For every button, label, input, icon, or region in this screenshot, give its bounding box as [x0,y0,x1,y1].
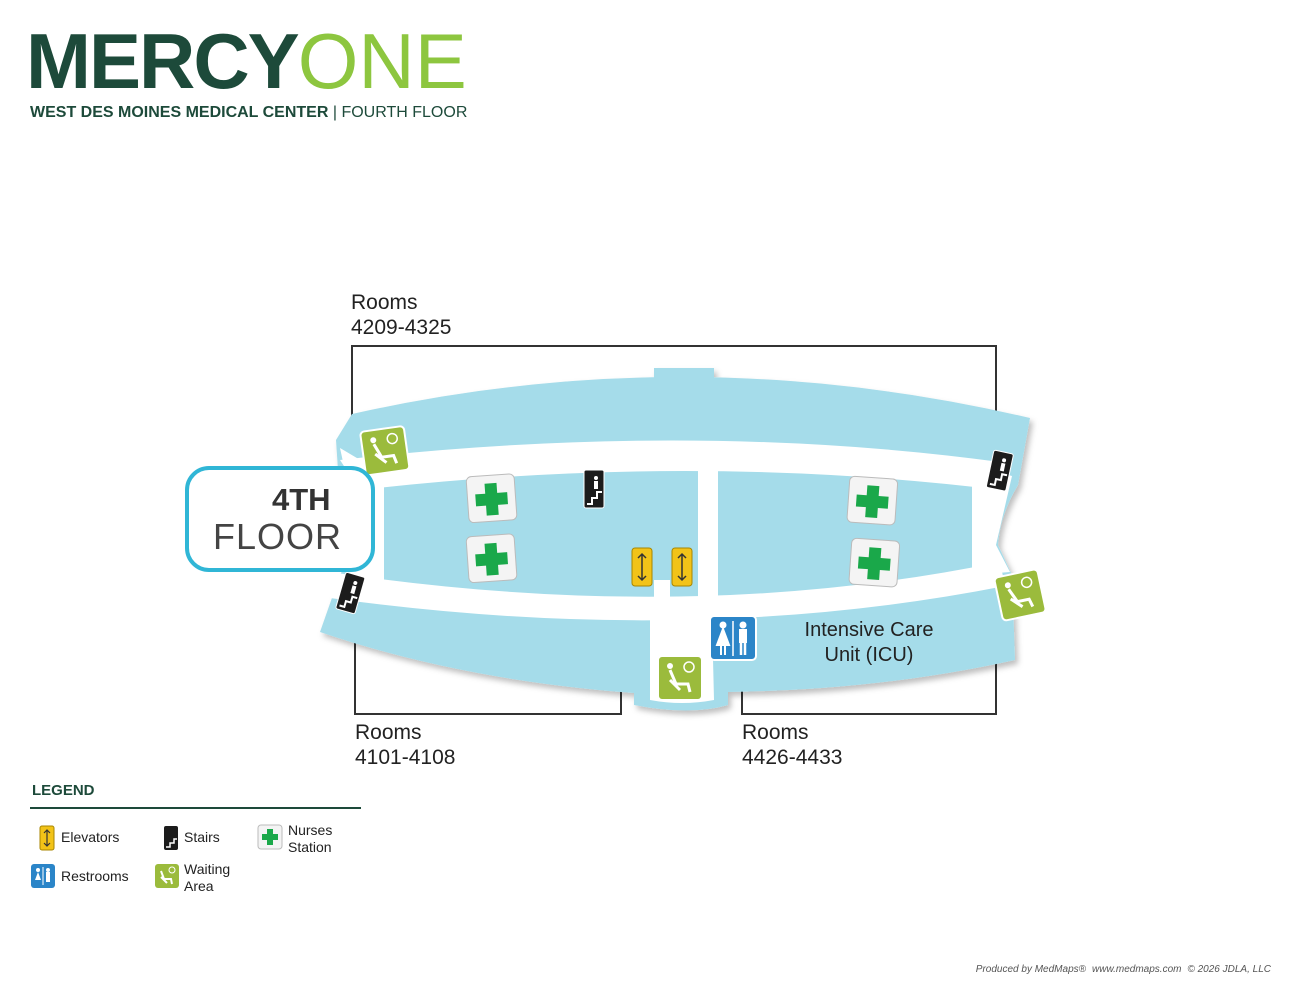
rooms-bottom-left-outline [354,640,622,715]
legend-waiting-line1: Waiting [184,861,231,877]
rooms-top-line2: 4209-4325 [351,316,452,339]
facility-name: WEST DES MOINES MEDICAL CENTER [30,104,329,121]
floor-word: FLOOR [213,516,343,557]
corridor-center-lower [654,580,670,620]
mercyone-logo: MERCYONE [26,22,467,100]
floor-name: FOURTH FLOOR [341,104,468,121]
elevator-icon [631,547,653,587]
stairs-icon [985,449,1014,492]
nurses-station-icon [257,824,283,850]
rooms-bl-line2: 4101-4108 [355,746,456,769]
rooms-bl-line1: Rooms [355,721,422,744]
icu-label: Intensive Care Unit (ICU) [778,618,960,668]
logo-mercy-text: MERCY [26,17,300,105]
corridor-right [972,466,1012,575]
nurses-station-icon [848,537,901,588]
footer-credits: Produced by MedMaps® www.medmaps.com © 202… [970,964,1271,975]
nurses-station-icon [465,473,518,524]
rooms-bottom-right-outline [741,650,997,715]
icu-line2: Unit (ICU) [824,644,914,666]
rooms-br-line2: 4426-4433 [742,746,843,769]
restroom-icon [709,615,757,661]
icu-line1: Intensive Care [804,619,934,641]
legend-stairs: Stairs [184,829,220,845]
rooms-bottom-left-label: Rooms 4101-4108 [355,720,455,770]
rooms-br-line1: Rooms [742,721,809,744]
rooms-top-line1: Rooms [351,291,418,314]
stairs-icon [335,571,366,615]
footer-site: www.medmaps.com [1092,964,1182,975]
legend-title: LEGEND [32,782,95,799]
footer-produced: Produced by MedMaps® [975,964,1086,975]
legend-divider [30,807,361,809]
legend-nurses-line1: Nurses [288,822,333,838]
footer-copyright: © 2026 JDLA, LLC [1187,964,1271,975]
stairs-icon [583,469,605,509]
page-subtitle: WEST DES MOINES MEDICAL CENTER | FOURTH … [30,104,467,122]
floor-badge [185,466,375,572]
corridor-center [698,455,718,630]
logo-one-text: ONE [297,17,467,105]
legend-restrooms: Restrooms [61,868,129,884]
floor-number: 4TH [272,482,331,517]
legend-waiting-line2: Area [184,878,214,894]
legend-nurses-line2: Station [288,839,332,855]
waiting-area-icon [359,425,411,477]
waiting-area-icon [657,655,703,701]
elevator-icon [39,825,55,851]
elevator-icon [671,547,693,587]
rooms-top-outline [351,345,997,418]
restroom-icon [31,864,55,888]
nurses-station-icon [846,475,899,526]
waiting-area-icon [155,864,179,888]
legend-waiting: Waiting Area [184,861,230,895]
legend-nurses: Nurses Station [288,822,332,856]
subtitle-separator: | [328,104,342,121]
corridor-lower [330,562,1005,621]
stairs-icon [164,826,178,850]
legend-elevators: Elevators [61,829,120,845]
rooms-bottom-right-label: Rooms 4426-4433 [742,720,842,770]
waiting-area-icon [993,568,1047,622]
corridor-upper [340,440,1000,490]
nurses-station-icon [465,533,518,584]
rooms-top-label: Rooms 4209-4325 [351,290,451,340]
